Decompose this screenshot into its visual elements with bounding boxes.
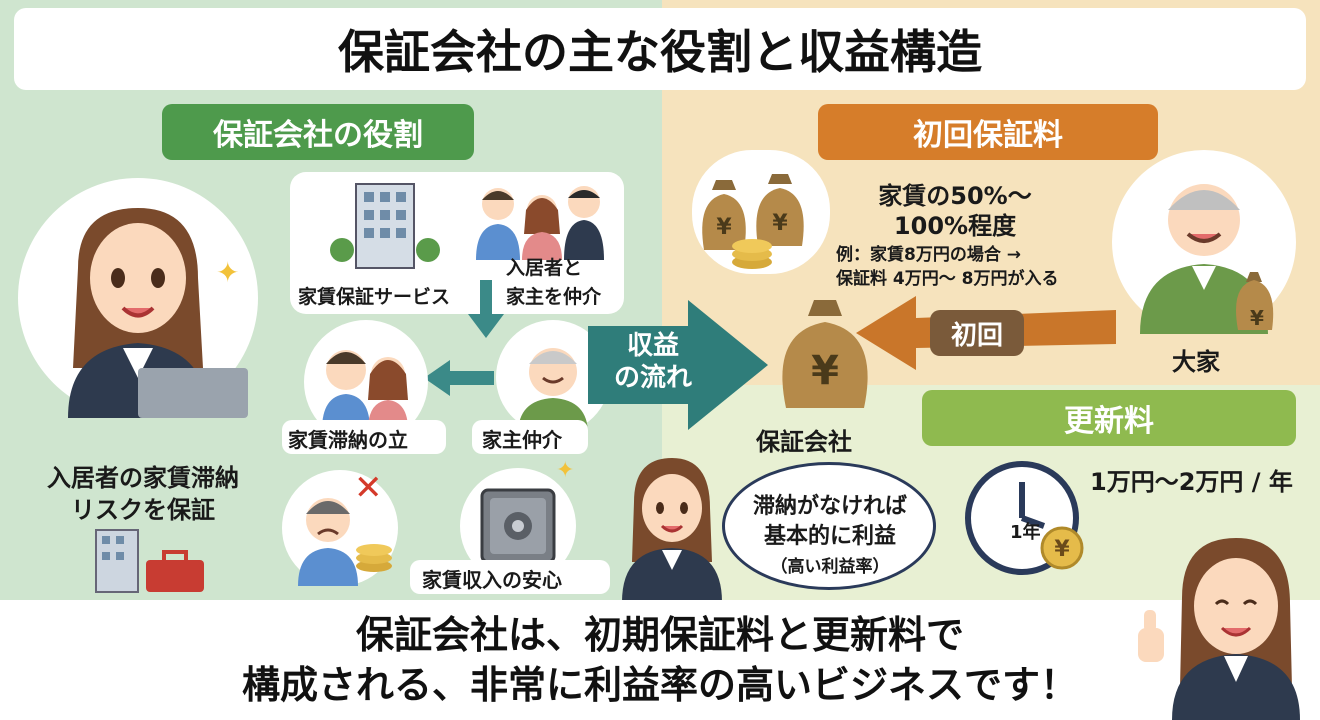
svg-text:¥: ¥ bbox=[716, 215, 732, 240]
left-caption-line2: リスクを保証 bbox=[71, 496, 215, 524]
income-label: 家賃収入の安心 bbox=[422, 568, 562, 592]
clock-label: 1年 bbox=[1010, 522, 1041, 543]
service-label: 家賃保証サービス bbox=[298, 286, 451, 308]
roles-header: 保証会社の役割 bbox=[162, 104, 474, 160]
summary-line2: 構成される、非常に利益率の高いビジネスです！ bbox=[241, 663, 1078, 707]
initial-fee-header: 初回保証料 bbox=[818, 104, 1158, 160]
mediate-line1: 入居者と bbox=[506, 257, 583, 279]
bubble-line3: （高い利益率） bbox=[770, 557, 890, 577]
money-bags-illustration: ¥ ¥ bbox=[692, 150, 830, 274]
rate-line1: 家賃の50%～ bbox=[878, 182, 1032, 210]
revenue-flow-label: 収益 の流れ bbox=[598, 330, 708, 394]
svg-text:¥: ¥ bbox=[1054, 537, 1070, 562]
left-caption-line1: 入居者の家賃滞納 bbox=[47, 464, 239, 492]
yen-icon: ¥ bbox=[1250, 306, 1264, 330]
speech-bubble bbox=[722, 462, 936, 590]
guarantor-money-bag-icon: ¥ bbox=[770, 292, 880, 412]
flow-line2: の流れ bbox=[613, 363, 692, 393]
example-line2: 保証料 4万円～ 8万円が入る bbox=[836, 269, 1059, 289]
bubble-line1: 滞納がなければ bbox=[752, 494, 907, 519]
operator-illustration bbox=[18, 178, 258, 418]
building-and-toolbox-icon bbox=[90, 522, 210, 594]
left-arrow-icon bbox=[424, 358, 494, 398]
sparkle-icon: ✦ bbox=[556, 458, 575, 483]
svg-text:¥: ¥ bbox=[811, 348, 839, 394]
example-line1: 例：家賃8万円の場合 → bbox=[836, 245, 1021, 265]
income-label-box bbox=[410, 560, 610, 594]
thumbs-up-woman-illustration bbox=[1132, 518, 1320, 720]
down-arrow-icon bbox=[466, 280, 506, 340]
mediate-line2: 家主を仲介 bbox=[506, 286, 602, 308]
arrears-label-box bbox=[282, 420, 446, 454]
arrears-label: 家賃滞納の立 bbox=[288, 428, 408, 452]
office-building-icon bbox=[330, 180, 440, 270]
summary-line1: 保証会社は、初期保証料と更新料で bbox=[355, 613, 964, 657]
rate-line2: 100%程度 bbox=[893, 212, 1017, 240]
svg-text:¥: ¥ bbox=[772, 211, 788, 236]
revenue-flow-arrow bbox=[588, 300, 768, 430]
landlord-illustration bbox=[1112, 150, 1296, 334]
landlord-mediate-label: 家主仲介 bbox=[482, 428, 562, 452]
clock-icon: ¥ bbox=[964, 456, 1088, 580]
summary-banner bbox=[0, 600, 1320, 720]
page-title: 保証会社の主な役割と収益構造 bbox=[14, 8, 1306, 90]
initial-arrow-label: 初回 bbox=[930, 310, 1024, 356]
summary-text: 保証会社は、初期保証料と更新料で 構成される、非常に利益率の高いビジネスです！ bbox=[0, 610, 1320, 710]
advisor-illustration bbox=[612, 452, 732, 602]
renewal-fee-header: 更新料 bbox=[922, 390, 1296, 446]
guarantor-label: 保証会社 bbox=[756, 428, 852, 456]
landlord-mediate-label-box bbox=[472, 420, 588, 454]
renewal-fee-amount: 1万円～2万円 / 年 bbox=[1090, 468, 1293, 496]
flow-line1: 収益 bbox=[626, 331, 679, 361]
sparkle-icon: ✦ bbox=[216, 256, 240, 289]
bubble-line2: 基本的に利益 bbox=[763, 524, 896, 549]
landlord-label: 大家 bbox=[1172, 348, 1220, 376]
stressed-tenant-illustration bbox=[282, 470, 398, 586]
cross-icon: ✕ bbox=[354, 468, 383, 508]
family-icon bbox=[474, 178, 610, 260]
